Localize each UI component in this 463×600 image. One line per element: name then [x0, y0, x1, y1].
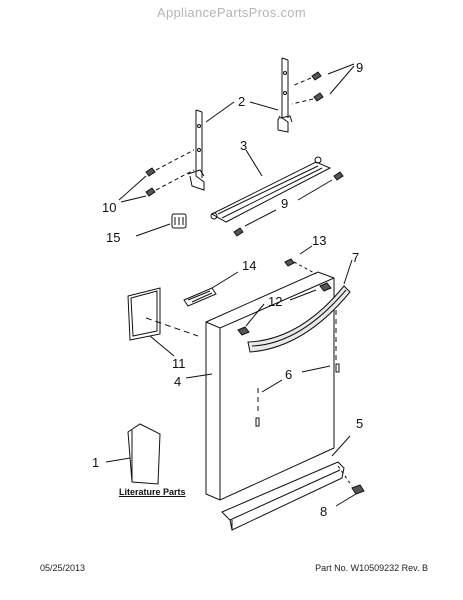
callout-7: 7 — [352, 250, 359, 265]
callout-10-top: 9 — [356, 60, 363, 75]
callout-15: 15 — [106, 230, 120, 245]
callout-9: 9 — [281, 196, 288, 211]
callout-12: 12 — [268, 294, 282, 309]
callout-10-left: 10 — [102, 200, 116, 215]
door-panel — [205, 271, 335, 501]
literature-parts-label: Literature Parts — [119, 487, 186, 497]
handle-7 — [247, 285, 351, 353]
watermark: AppliancePartsPros.com — [157, 5, 306, 20]
callout-6: 6 — [285, 367, 292, 382]
literature-book — [127, 423, 161, 485]
callout-1: 1 — [92, 455, 99, 470]
callout-11: 11 — [172, 356, 186, 371]
bracket-14 — [183, 287, 217, 307]
toe-panel — [221, 461, 345, 531]
clip-15 — [171, 213, 187, 229]
right-hinge-bracket — [277, 57, 293, 133]
callout-5: 5 — [356, 416, 363, 431]
footer-part-number: Part No. W10509232 Rev. B — [315, 563, 428, 573]
hinge-screws-left — [145, 149, 195, 197]
left-hinge-bracket — [187, 109, 205, 191]
footer-date: 05/25/2013 — [40, 563, 86, 573]
callout-4: 4 — [174, 374, 181, 389]
hinge-rail — [210, 156, 332, 223]
callout-3: 3 — [240, 138, 247, 153]
callout-labels: 9 2 3 10 9 15 13 14 7 12 11 4 6 5 1 8 — [92, 60, 363, 519]
callout-2: 2 — [238, 94, 245, 109]
panel-11 — [127, 287, 161, 341]
callout-8: 8 — [320, 504, 327, 519]
hinge-screws-upper — [291, 71, 324, 105]
callout-14: 14 — [242, 258, 256, 273]
callout-13: 13 — [312, 233, 326, 248]
